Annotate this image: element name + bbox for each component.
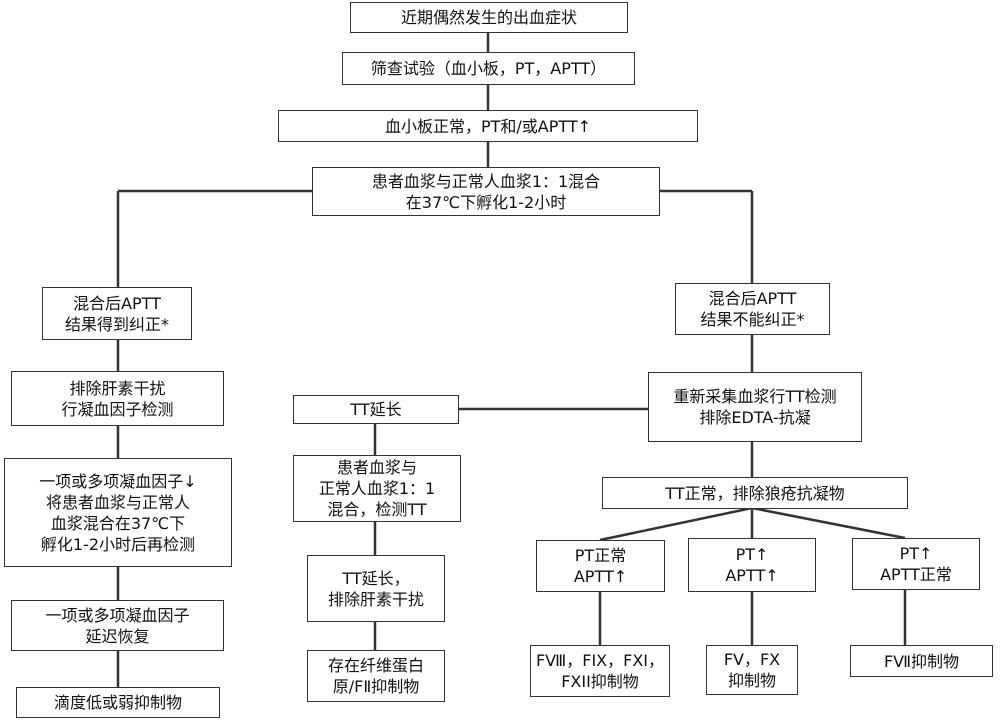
inhibitor-5-10-line-2: 抑制物 [727,671,776,690]
inhibitor-8-9-11-12-line-2: FXII抑制物 [561,672,639,691]
tt-mix-line-3: 混合，检测TT [327,500,427,519]
platelet-normal-box: 血小板正常，PT和/或APTT↑ [278,110,698,142]
pt-up-aptt-up-box: PT↑ APTT↑ [688,538,816,592]
tt-prolonged-heparin-box: TT延长， 排除肝素干扰 [307,555,445,622]
recollect-line-2: 排除EDTA-抗凝 [699,408,811,427]
inhibitor-5-10-box: FV，FX 抑制物 [706,645,798,695]
not-corrected-line-1: 混合后APTT [708,289,797,308]
mixing-line-2: 在37℃下孵化1-2小时 [405,192,567,212]
exclude-heparin-line-1: 排除肝素干扰 [69,378,166,398]
pt-normal-aptt-up-line-1: PT正常 [574,546,627,565]
recollect-box: 重新采集血浆行TT检测 排除EDTA-抗凝 [648,372,862,442]
onset-box: 近期偶然发生的出血症状 [350,2,628,33]
factor-delayed-box: 一项或多项凝血因子 延迟恢复 [11,600,224,651]
tt-mix-line-2: 正常人血浆1：1 [318,479,436,498]
tt-prolonged-box: TT延长 [293,395,459,424]
factor-low-line-3: 血浆混合在37℃下 [50,513,186,533]
fibrinogen-inhibitor-line-1: 存在纤维蛋白 [327,656,424,675]
corrected-line-1: 混合后APTT [73,293,161,313]
exclude-heparin-box: 排除肝素干扰 行凝血因子检测 [11,371,224,426]
onset-line-1: 近期偶然发生的出血症状 [400,8,577,27]
screening-line-1: 筛查试验（血小板，PT，APTT） [370,59,607,78]
tt-prolonged-heparin-line-1: TT延长， [342,568,410,588]
factor-low-line-1: 一项或多项凝血因子↓ [39,471,197,491]
factor-low-line-2: 将患者血浆与正常人 [45,492,190,512]
pt-up-aptt-normal-box: PT↑ APTT正常 [852,538,980,590]
tt-mix-line-1: 患者血浆与 [336,458,417,477]
pt-up-aptt-up-line-2: APTT↑ [725,566,779,585]
inhibitor-5-10-line-1: FV，FX [723,650,781,669]
tt-prolonged-heparin-line-2: 排除肝素干扰 [327,589,424,609]
pt-normal-aptt-up-line-2: APTT↑ [573,567,628,586]
inhibitor-7-box: FⅦ抑制物 [850,645,993,677]
factor-delayed-line-2: 延迟恢复 [85,626,150,646]
not-corrected-box: 混合后APTT 结果不能纠正* [675,283,830,335]
pt-up-aptt-up-line-1: PT↑ [735,545,769,564]
tt-mix-box: 患者血浆与 正常人血浆1：1 混合，检测TT [293,455,461,522]
mixing-line-1: 患者血浆与正常人血浆1：1混合 [371,171,601,191]
fibrinogen-inhibitor-line-2: 原/FⅡ抑制物 [332,677,420,696]
recollect-line-1: 重新采集血浆行TT检测 [673,387,837,406]
pt-up-aptt-normal-line-1: PT↑ [899,544,933,563]
fibrinogen-inhibitor-box: 存在纤维蛋白 原/FⅡ抑制物 [307,650,445,702]
inhibitor-8-9-11-12-box: FⅧ，FIX，FXI， FXII抑制物 [530,645,670,697]
tt-prolonged-line-1: TT延长 [350,400,402,419]
factor-low-box: 一项或多项凝血因子↓ 将患者血浆与正常人 血浆混合在37℃下 孵化1-2小时后再… [4,458,232,567]
pt-normal-aptt-up-box: PT正常 APTT↑ [536,540,665,592]
pt-up-aptt-normal-line-2: APTT正常 [880,565,952,584]
low-titer-box: 滴度低或弱抑制物 [16,687,220,718]
tt-normal-line-1: TT正常，排除狼疮抗凝物 [665,483,845,503]
low-titer-line-1: 滴度低或弱抑制物 [53,693,182,712]
tt-normal-box: TT正常，排除狼疮抗凝物 [602,477,908,509]
screening-box: 筛查试验（血小板，PT，APTT） [342,52,635,85]
factor-delayed-line-1: 一项或多项凝血因子 [45,605,190,625]
exclude-heparin-line-2: 行凝血因子检测 [61,399,174,419]
platelet-normal-line-1: 血小板正常，PT和/或APTT↑ [384,116,592,136]
factor-low-line-4: 孵化1-2小时后再检测 [40,534,196,554]
not-corrected-line-2: 结果不能纠正* [700,310,805,329]
mixing-box: 患者血浆与正常人血浆1：1混合 在37℃下孵化1-2小时 [312,167,660,216]
inhibitor-7-line-1: FⅦ抑制物 [883,651,960,671]
inhibitor-8-9-11-12-line-1: FⅧ，FIX，FXI， [535,651,665,670]
corrected-box: 混合后APTT 结果得到纠正* [42,287,192,340]
corrected-line-2: 结果得到纠正* [64,314,169,334]
